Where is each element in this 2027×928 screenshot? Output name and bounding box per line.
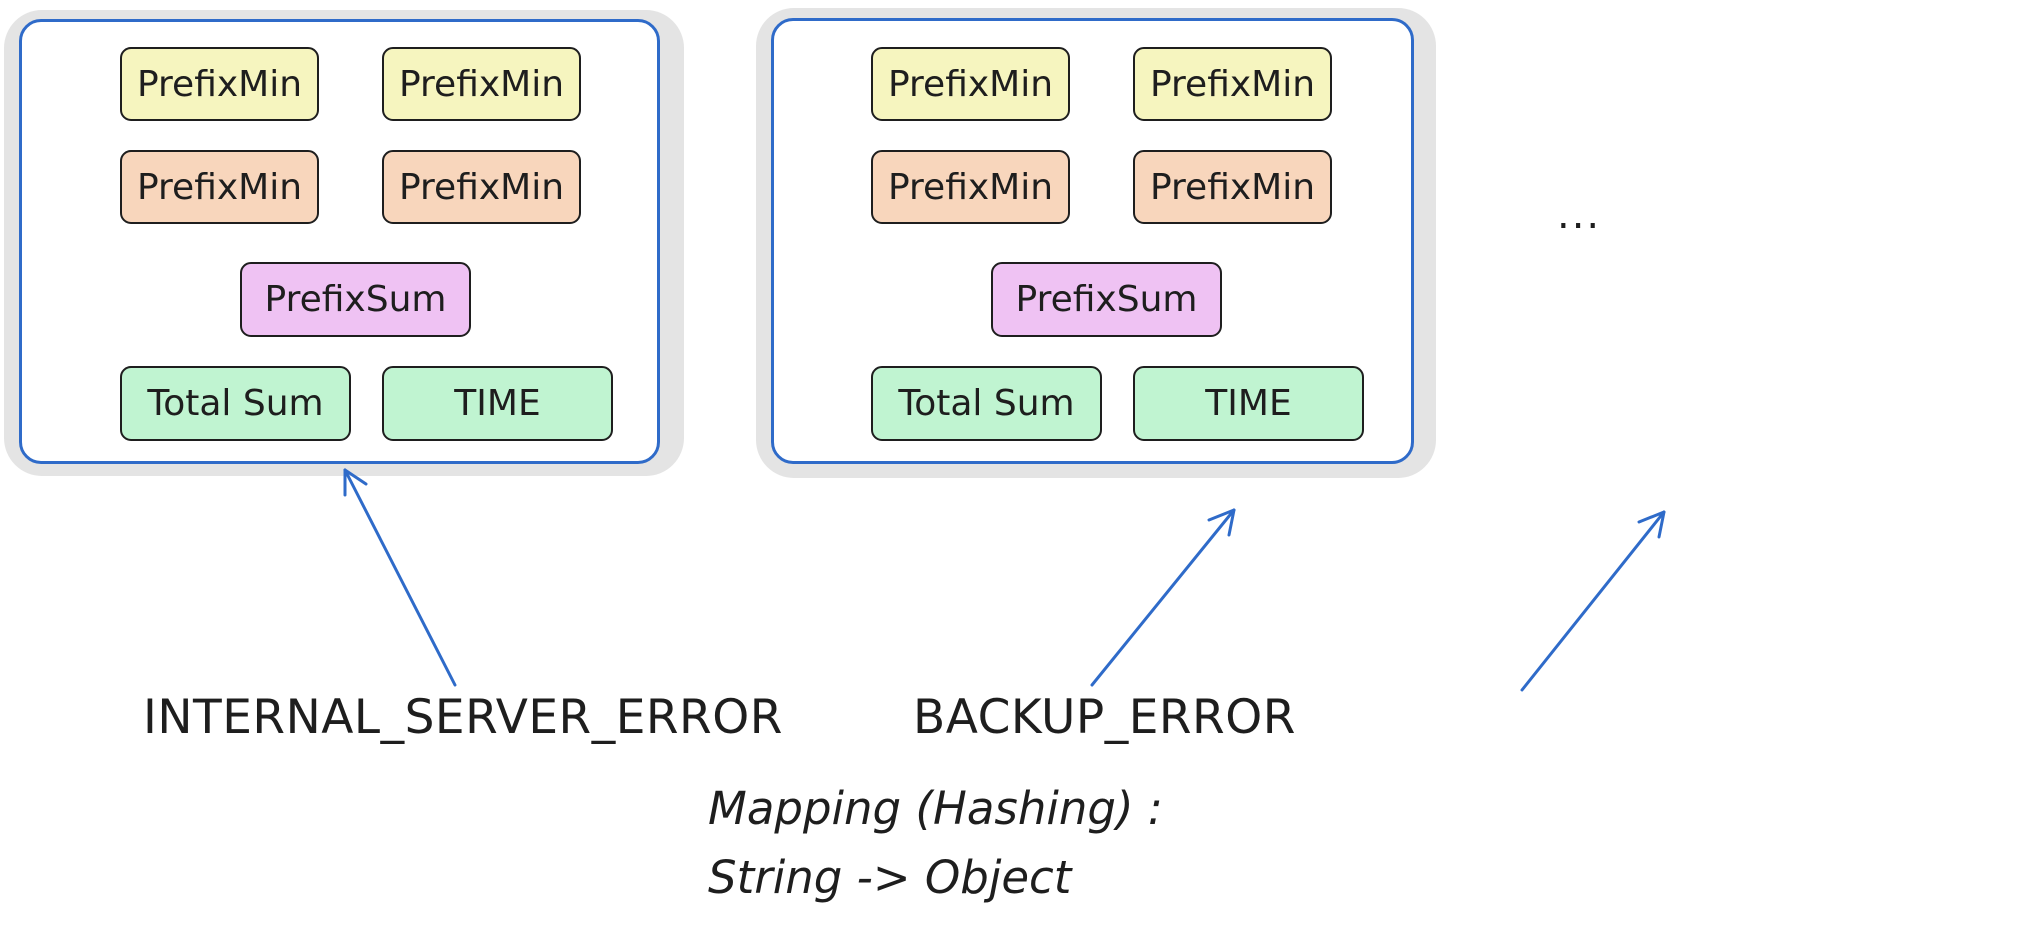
bucket-2-prefix-min-4: PrefixMin — [1133, 150, 1332, 224]
arrow-backup-error — [1090, 508, 1236, 687]
bucket-1-prefix-sum: PrefixSum — [240, 262, 471, 337]
bucket-1-total-sum: Total Sum — [120, 366, 351, 441]
more-buckets-ellipsis: ... — [1557, 192, 1602, 238]
bucket-2-prefix-sum: PrefixSum — [991, 262, 1222, 337]
bucket-2-prefix-min-3: PrefixMin — [871, 150, 1070, 224]
bucket-1-prefix-min-2: PrefixMin — [382, 47, 581, 121]
arrow-internal-server-error — [343, 468, 457, 687]
key-internal-server-error: INTERNAL_SERVER_ERROR — [143, 690, 783, 745]
bucket-2-prefix-min-2: PrefixMin — [1133, 47, 1332, 121]
bucket-1-prefix-min-1: PrefixMin — [120, 47, 319, 121]
bucket-2-total-sum: Total Sum — [871, 366, 1102, 441]
caption-line-2: String -> Object — [708, 851, 1072, 904]
arrow-more-keys — [1520, 510, 1666, 692]
key-backup-error: BACKUP_ERROR — [913, 690, 1296, 745]
bucket-2-prefix-min-1: PrefixMin — [871, 47, 1070, 121]
bucket-1-prefix-min-3: PrefixMin — [120, 150, 319, 224]
bucket-1-time: TIME — [382, 366, 613, 441]
bucket-2-time: TIME — [1133, 366, 1364, 441]
caption-line-1: Mapping (Hashing) : — [708, 782, 1163, 835]
bucket-1-prefix-min-4: PrefixMin — [382, 150, 581, 224]
